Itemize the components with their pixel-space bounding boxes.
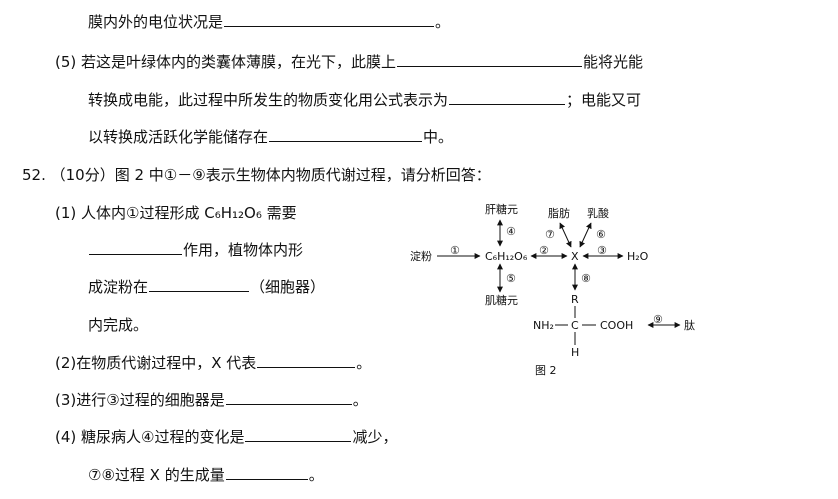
question-text: （10分）图 2 中①－⑨表示生物体内物质代谢过程，请分析回答： (50, 166, 491, 184)
question-text-end: 。 (435, 13, 451, 31)
glucose-label: C₆H₁₂O₆ (485, 250, 528, 263)
step-4-label: ④ (506, 225, 516, 238)
q52-1-line-4: 内完成。 (88, 315, 148, 335)
q52-1-line-2: 作用，植物体内形 (88, 240, 303, 260)
metabolism-diagram: 肝糖元 脂肪 乳酸 淀粉 C₆H₁₂O₆ X H₂O 肌糖元 R NH₂ C C… (410, 202, 695, 377)
q52-4-line-2: ⑦⑧过程 X 的生成量 。 (88, 465, 324, 485)
x-label: X (571, 250, 579, 263)
hydrogen-label: H (571, 346, 579, 359)
question-number: (5) (55, 53, 77, 71)
figure-caption: 图 2 (535, 364, 557, 377)
answer-blank[interactable] (225, 390, 352, 405)
question-text: 进行③过程的细胞器是 (76, 391, 225, 409)
question-number: (3) (55, 391, 77, 409)
q52-1-line: (1) 人体内①过程形成 C₆H₁₂O₆ 需要 (55, 203, 297, 223)
answer-blank[interactable] (225, 465, 308, 480)
q52-1-line-3: 成淀粉在 （细胞器） (88, 277, 325, 297)
question-text-end: 中。 (423, 128, 454, 146)
r-group-label: R (571, 293, 579, 306)
water-label: H₂O (627, 250, 649, 263)
question-text: 内完成。 (88, 316, 149, 334)
lactic-acid-label: 乳酸 (587, 206, 609, 220)
question-text: 糖尿病人④过程的变化是 (81, 428, 245, 446)
muscle-glycogen-label: 肌糖元 (485, 293, 518, 307)
question-number: 52. (22, 166, 46, 184)
question-text: 成淀粉在 (88, 278, 149, 296)
answer-blank[interactable] (89, 240, 182, 255)
nh2-label: NH₂ (533, 319, 554, 332)
step-6-label: ⑥ (596, 228, 606, 241)
answer-blank[interactable] (397, 52, 583, 67)
step-7-label: ⑦ (545, 228, 555, 241)
q52-heading: 52. （10分）图 2 中①－⑨表示生物体内物质代谢过程，请分析回答： (22, 165, 491, 185)
answer-blank[interactable] (269, 127, 423, 142)
question-text: 若这是叶绿体内的类囊体薄膜，在光下，此膜上 (81, 53, 397, 71)
liver-glycogen-label: 肝糖元 (485, 202, 518, 216)
question-number: (2) (55, 354, 77, 372)
alpha-carbon-label: C (571, 319, 579, 332)
q51-5-line: (5) 若这是叶绿体内的类囊体薄膜，在光下，此膜上 能将光能 (55, 52, 643, 72)
question-text: 膜内外的电位状况是 (88, 13, 224, 31)
question-text: 在物质代谢过程中，X 代表 (76, 354, 257, 372)
question-text: ⑦⑧过程 X 的生成量 (88, 466, 225, 484)
peptide-label: 肽 (684, 318, 695, 332)
question-text: 转换成电能，此过程中所发生的物质变化用公式表示为 (88, 91, 449, 109)
arrow-step-7 (559, 222, 572, 248)
question-text-end: 作用，植物体内形 (183, 241, 304, 259)
question-text-end: 。 (308, 466, 324, 484)
step-1-label: ① (450, 244, 460, 257)
starch-label: 淀粉 (410, 249, 432, 263)
question-text-end: ；电能又可 (566, 91, 642, 109)
question-text: 人体内①过程形成 C₆H₁₂O₆ 需要 (81, 204, 297, 222)
q51-4-line: 膜内外的电位状况是 。 (88, 12, 450, 32)
question-text: 以转换成活跃化学能储存在 (88, 128, 269, 146)
question-text-end: 。 (356, 354, 372, 372)
answer-blank[interactable] (149, 277, 250, 292)
question-number: (1) (55, 204, 77, 222)
cooh-label: COOH (600, 319, 633, 332)
question-text-end: 减少， (352, 428, 398, 446)
question-text-end: （细胞器） (250, 278, 326, 296)
step-2-label: ② (539, 244, 549, 257)
arrow-step-6 (579, 222, 592, 248)
question-text-end: 能将光能 (583, 53, 644, 71)
question-text-end: 。 (352, 391, 368, 409)
answer-blank[interactable] (257, 353, 356, 368)
answer-blank[interactable] (245, 427, 352, 442)
q52-2-line: (2)在物质代谢过程中，X 代表 。 (55, 353, 371, 373)
q51-5-line-3: 以转换成活跃化学能储存在 中。 (88, 127, 453, 147)
question-number: (4) (55, 428, 77, 446)
fat-label: 脂肪 (548, 206, 570, 220)
q52-4-line: (4) 糖尿病人④过程的变化是 减少， (55, 427, 398, 447)
step-3-label: ③ (597, 244, 607, 257)
q52-3-line: (3)进行③过程的细胞器是 。 (55, 390, 368, 410)
answer-blank[interactable] (224, 12, 435, 27)
step-8-label: ⑧ (581, 272, 591, 285)
step-9-label: ⑨ (653, 313, 663, 326)
step-5-label: ⑤ (506, 272, 516, 285)
q51-5-line-2: 转换成电能，此过程中所发生的物质变化用公式表示为 ；电能又可 (88, 90, 641, 110)
answer-blank[interactable] (449, 90, 566, 105)
